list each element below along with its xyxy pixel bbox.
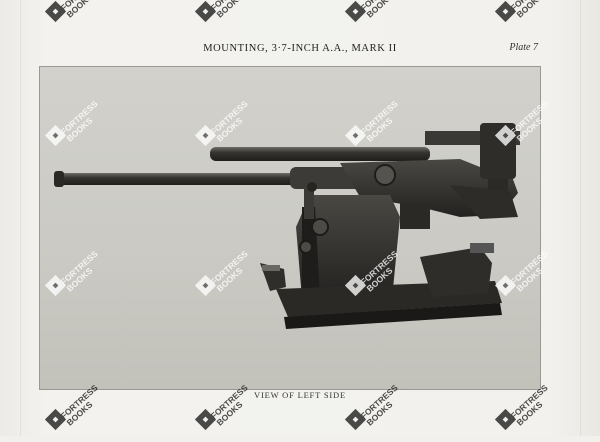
plate-title: MOUNTING, 3·7-INCH A.A., MARK II bbox=[203, 43, 397, 54]
gun-mounting-photo bbox=[39, 66, 541, 390]
sight-knob bbox=[307, 182, 317, 192]
right-seat-top bbox=[470, 243, 494, 253]
photo-caption: VIEW OF LEFT SIDE bbox=[254, 390, 346, 400]
gun-illustration bbox=[54, 123, 520, 329]
platform-edge bbox=[284, 303, 502, 329]
page-fold-right bbox=[580, 0, 581, 436]
trunnion bbox=[374, 164, 396, 186]
muzzle bbox=[54, 171, 64, 187]
recuperator-tube bbox=[210, 147, 430, 161]
elevation-handwheel bbox=[311, 218, 329, 236]
seat-top bbox=[262, 265, 280, 271]
page-fold-left bbox=[20, 0, 21, 436]
right-seat-bracket bbox=[420, 247, 492, 297]
plate-number: Plate 7 bbox=[509, 42, 538, 53]
rammer-arm bbox=[450, 185, 518, 219]
sight-bracket bbox=[304, 189, 314, 219]
traverse-handwheel bbox=[299, 240, 313, 254]
elevating-gear bbox=[400, 203, 430, 229]
